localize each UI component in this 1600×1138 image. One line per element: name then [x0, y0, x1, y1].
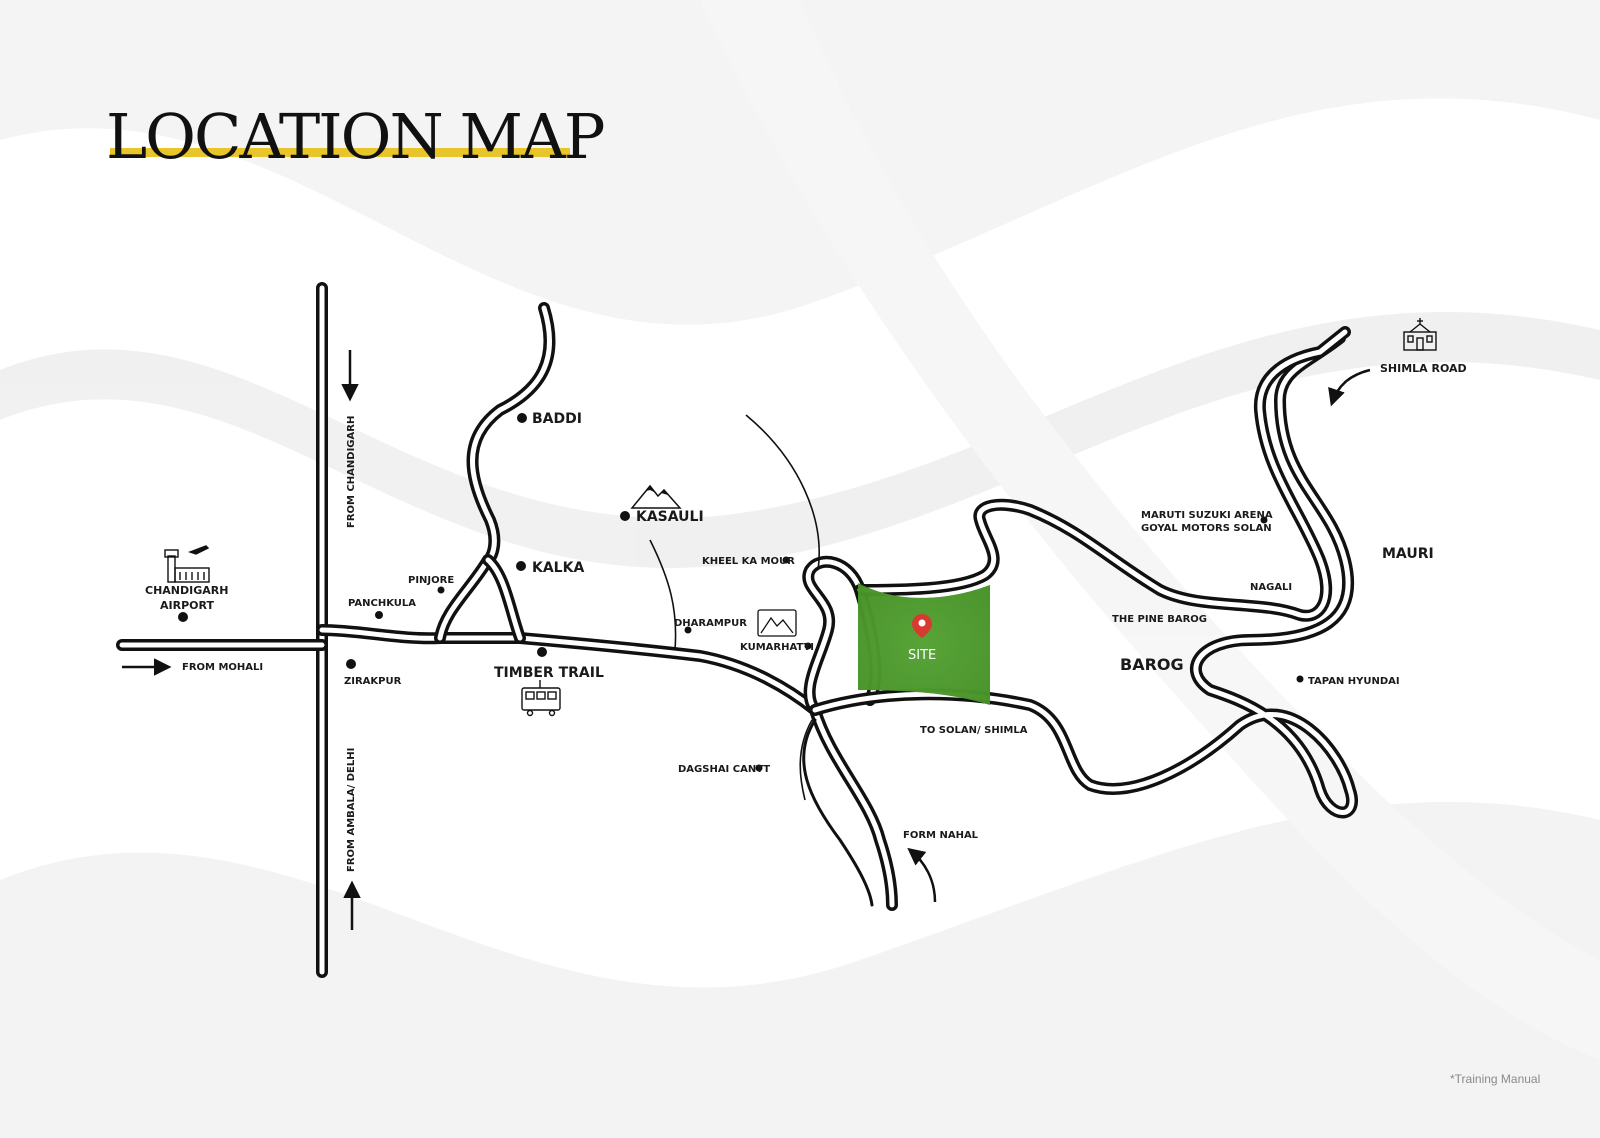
label-kumarhatti: KUMARHATTI: [740, 642, 814, 653]
title-underline: [110, 148, 570, 157]
dot-baddi: [517, 413, 527, 423]
road-to-nahal: [802, 704, 898, 911]
labels: CHANDIGARH AIRPORT FROM MOHALI FROM CHAN…: [145, 362, 1467, 872]
page-title: LOCATION MAP: [106, 100, 604, 173]
arrow-shimla-road: [1328, 368, 1371, 407]
road-kheel-ka-mour: [745, 414, 820, 571]
dot-panchkula: [375, 611, 383, 619]
thin-roads: [649, 414, 820, 801]
location-dots: [178, 413, 1304, 772]
mountain-icon-small: [757, 609, 797, 637]
label-dagshai-cantt: DAGSHAI CANTT: [678, 764, 770, 775]
road-baddi: [434, 302, 556, 644]
dot-maruti: [1260, 516, 1268, 524]
label-nagali: NAGALI: [1250, 582, 1292, 593]
label-chandigarh-airport-1: CHANDIGARH: [145, 584, 228, 597]
label-barog: BAROG: [1120, 655, 1184, 674]
footnote: *Training Manual: [1450, 1072, 1540, 1086]
label-mauri: MAURI: [1382, 546, 1434, 562]
label-tapan-hyundai: TAPAN HYUNDAI: [1308, 676, 1400, 687]
mountain-icon: [630, 484, 682, 509]
title-block: LOCATION MAP: [106, 100, 606, 173]
label-timber-trail: TIMBER TRAIL: [494, 665, 604, 681]
road-to-solan: [809, 332, 1358, 819]
road-dagshai: [799, 719, 813, 801]
label-kheel-ka-mour: KHEEL KA MOUR: [702, 556, 795, 567]
road-main-highway: [316, 624, 821, 716]
roads: [116, 282, 1358, 978]
label-dharampur: DHARAMPUR: [674, 618, 747, 629]
label-zirakpur: ZIRAKPUR: [344, 676, 402, 687]
dot-kumarhatti: [804, 642, 812, 650]
road-kasauli: [649, 539, 677, 651]
label-from-ambala: FROM AMBALA/ DELHI: [346, 748, 357, 872]
church-icon: [1403, 318, 1437, 351]
arrow-form-nahal: [907, 847, 937, 903]
label-pinjore: PINJORE: [408, 575, 454, 586]
dot-chandigarh-airport: [178, 612, 188, 622]
dot-kalka: [516, 561, 526, 571]
label-form-nahal: FORM NAHAL: [903, 830, 979, 841]
train-icon: [521, 680, 561, 717]
label-to-solan-shimla: TO SOLAN/ SHIMLA: [920, 725, 1028, 736]
site-label: SITE: [908, 648, 936, 663]
label-kasauli: KASAULI: [636, 509, 704, 525]
label-shimla-road: SHIMLA ROAD: [1380, 362, 1467, 375]
dot-dagshai-cantt: [755, 764, 763, 772]
direction-arrows: [122, 350, 1371, 930]
label-panchkula: PANCHKULA: [348, 598, 416, 609]
dot-kasauli: [620, 511, 630, 521]
dot-tapan-hyundai: [1296, 675, 1304, 683]
dot-timber-trail: [537, 647, 547, 657]
label-chandigarh-airport-2: AIRPORT: [160, 599, 214, 612]
dot-kheel-ka-mour: [782, 556, 790, 564]
dot-dharampur: [684, 626, 692, 634]
map-pin-icon: [912, 614, 932, 638]
dot-zirakpur: [346, 659, 356, 669]
label-maruti-1: MARUTI SUZUKI ARENA: [1141, 510, 1273, 521]
road-barog-loop: [854, 326, 1351, 622]
label-from-mohali: FROM MOHALI: [182, 662, 263, 673]
label-baddi: BADDI: [532, 411, 582, 427]
label-kalka: KALKA: [532, 560, 584, 576]
site-area: SITE: [858, 583, 990, 705]
dot-pinjore: [437, 586, 445, 594]
label-from-chandigarh: FROM CHANDIGARH: [346, 416, 357, 528]
label-maruti-2: GOYAL MOTORS SOLAN: [1141, 523, 1272, 534]
airport-icon: [164, 545, 210, 583]
label-the-pine-barog: THE PINE BAROG: [1112, 614, 1207, 625]
